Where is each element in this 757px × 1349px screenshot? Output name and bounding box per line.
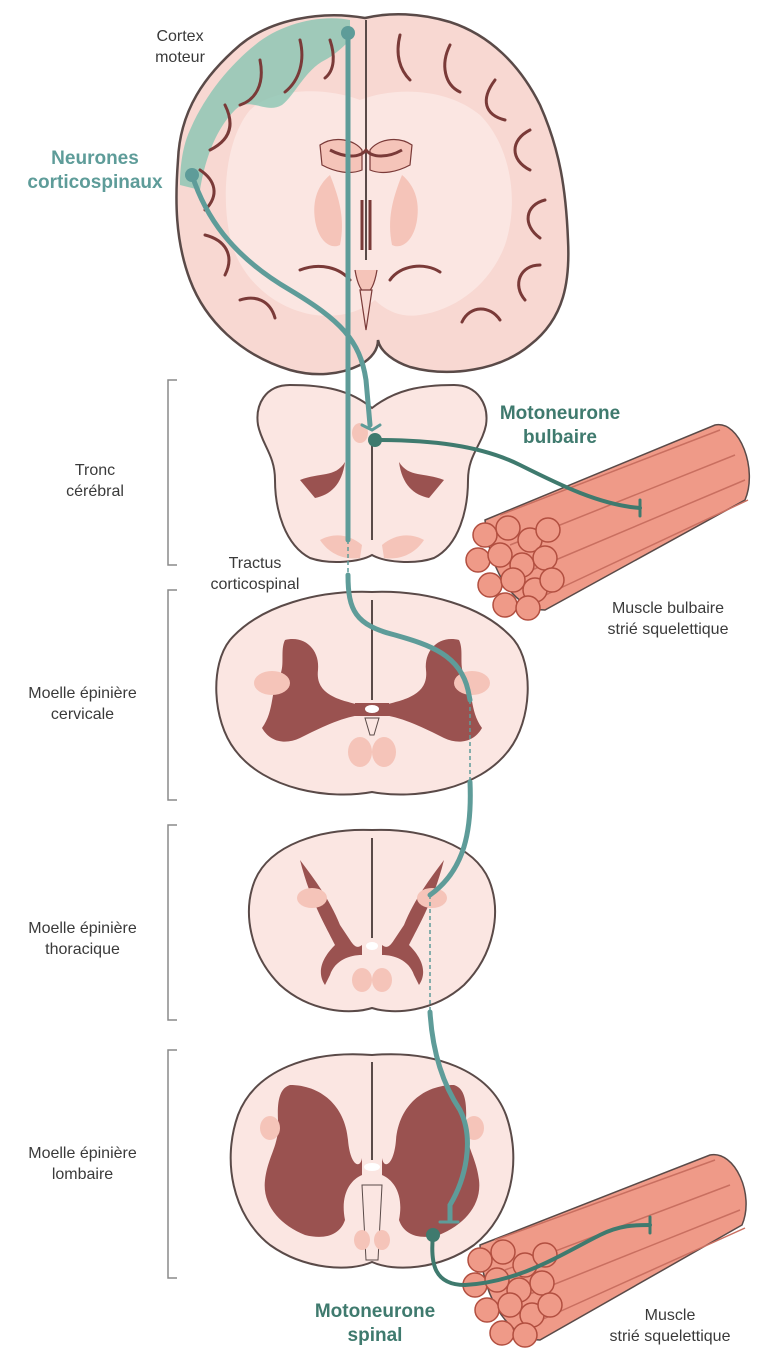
neurones-line1: Neurones: [10, 147, 180, 171]
moto-bulb-line2: bulbaire: [480, 426, 640, 450]
label-tractus-corticospinal: Tractus corticospinal: [195, 553, 315, 595]
muscle-bulb-line1: Muscle bulbaire: [583, 598, 753, 619]
label-muscle-strie: Muscle strié squelettique: [585, 1305, 755, 1347]
label-lombaire: Moelle épinière lombaire: [5, 1143, 160, 1185]
tractus-line1: Tractus: [195, 553, 315, 574]
cervical-cord-section: [216, 592, 527, 795]
lumbar-line1: Moelle épinière: [5, 1143, 160, 1164]
moto-spinal-line1: Motoneurone: [295, 1300, 455, 1324]
muscle-bulb-line2: strié squelettique: [583, 619, 753, 640]
cervical-line1: Moelle épinière: [5, 683, 160, 704]
cervical-line2: cervicale: [5, 704, 160, 725]
label-cervicale: Moelle épinière cervicale: [5, 683, 160, 725]
label-motoneurone-bulbaire: Motoneurone bulbaire: [480, 402, 640, 450]
thoracic-line1: Moelle épinière: [5, 918, 160, 939]
cortex-line1: Cortex: [120, 26, 240, 47]
label-muscle-bulbaire: Muscle bulbaire strié squelettique: [583, 598, 753, 640]
muscle-sk-line2: strié squelettique: [585, 1326, 755, 1347]
label-neurones-corticospinaux: Neurones corticospinaux: [10, 147, 180, 195]
brainstem-section: [257, 385, 486, 562]
muscle-sk-line1: Muscle: [585, 1305, 755, 1326]
tronc-line1: Tronc: [40, 460, 150, 481]
label-cortex-moteur: Cortex moteur: [120, 26, 240, 68]
thoracic-line2: thoracique: [5, 939, 160, 960]
label-tronc-cerebral: Tronc cérébral: [40, 460, 150, 502]
region-brackets: [168, 380, 177, 1278]
lumbar-cord-section: [231, 1054, 514, 1267]
bulbar-muscle: [466, 425, 749, 620]
cortex-line2: moteur: [120, 47, 240, 68]
brain-coronal-section: [176, 14, 568, 374]
label-thoracique: Moelle épinière thoracique: [5, 918, 160, 960]
neurones-line2: corticospinaux: [10, 171, 180, 195]
tractus-line2: corticospinal: [195, 574, 315, 595]
label-motoneurone-spinal: Motoneurone spinal: [295, 1300, 455, 1348]
tronc-line2: cérébral: [40, 481, 150, 502]
moto-spinal-line2: spinal: [295, 1324, 455, 1348]
moto-bulb-line1: Motoneurone: [480, 402, 640, 426]
lumbar-line2: lombaire: [5, 1164, 160, 1185]
